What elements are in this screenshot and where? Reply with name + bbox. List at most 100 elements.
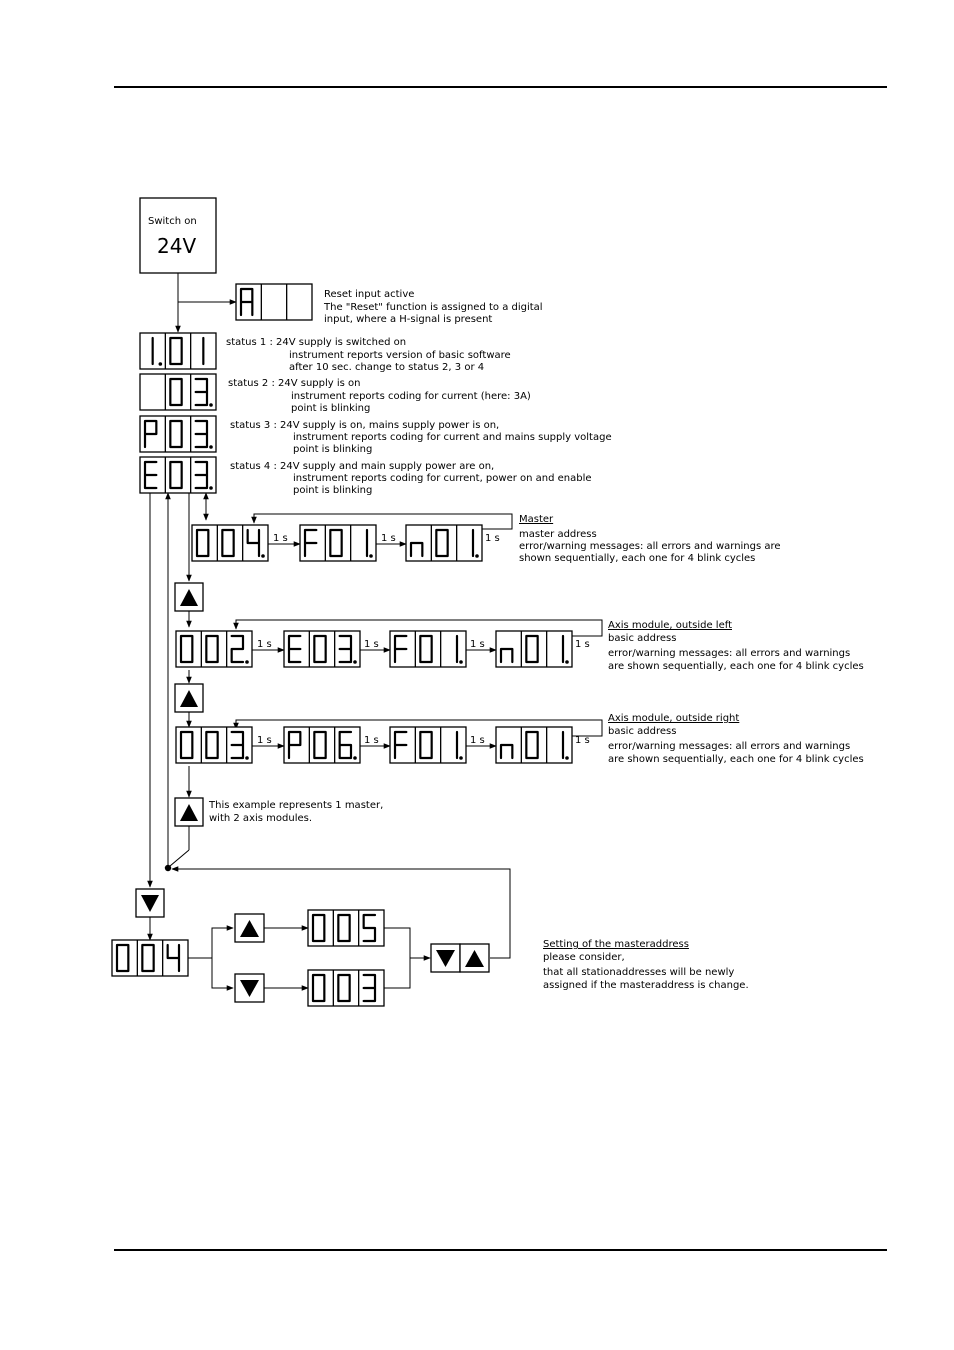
digit-cell (287, 634, 302, 664)
digit-cell (338, 730, 357, 760)
connectors (147, 273, 603, 991)
digit-cell (329, 528, 343, 558)
status-1-description: status 1 : 24V supply is switched on ins… (226, 337, 511, 373)
digit-cell (499, 743, 514, 760)
svg-text:Reset input active: Reset input active (324, 289, 414, 300)
digit-cell (287, 730, 302, 760)
interval-label: 1 s (257, 639, 272, 650)
disp-master-error (299, 524, 377, 562)
svg-text:after 10 sec. change to status: after 10 sec. change to status 2, 3 or 4 (289, 362, 484, 373)
disp-right-error (389, 726, 467, 764)
disp-left-status (283, 630, 361, 668)
svg-text:instrument reports coding for: instrument reports coding for current an… (293, 432, 612, 443)
digit-cell (419, 634, 433, 664)
header-rule (114, 86, 887, 88)
digit-cell (179, 634, 194, 664)
digit-cell (313, 634, 327, 664)
interval-label: 1 s (364, 735, 379, 746)
disp-setting-up (307, 909, 385, 947)
svg-text:input, where a H-signal is pre: input, where a H-signal is present (324, 314, 492, 325)
master-description: Master master address error/warning mess… (519, 514, 781, 564)
svg-text:assigned if the masteraddress: assigned if the masteraddress is change. (543, 980, 749, 991)
up-arrow-key-icon (174, 683, 204, 713)
interval-label: 1 s (273, 533, 288, 544)
interval-label: 1 s (381, 533, 396, 544)
digit-cell (471, 528, 479, 558)
svg-text:status 2 : 24V supply is on: status 2 : 24V supply is on (228, 378, 360, 389)
svg-text:basic address: basic address (608, 726, 676, 737)
down-arrow-key-icon (135, 888, 165, 918)
down-arrow-key-icon (234, 973, 265, 1003)
digit-cell (525, 634, 539, 664)
disp-status-3 (139, 415, 217, 453)
interval-label: 1 s (470, 639, 485, 650)
axis-right-description: Axis module, outside right basic address… (608, 713, 864, 765)
disp-right-warning (495, 726, 573, 764)
svg-text:are shown sequentially, each o: are shown sequentially, each one for 4 b… (608, 754, 864, 765)
digit-cell (194, 419, 213, 449)
interval-label: 1 s (575, 639, 590, 650)
disp-status-1 (139, 332, 217, 370)
digit-cell (239, 287, 254, 317)
disp-status-4 (139, 456, 217, 494)
disp-master-warning (405, 524, 483, 562)
status-4-description: status 4 : 24V supply and main supply po… (230, 461, 592, 496)
status-3-description: status 3 : 24V supply is on, mains suppl… (230, 420, 612, 455)
svg-text:instrument reports coding for: instrument reports coding for current (h… (291, 391, 531, 402)
digit-cell (221, 528, 235, 558)
digit-cell (313, 730, 327, 760)
master-title: Master (519, 514, 554, 525)
digit-cell (362, 973, 377, 1003)
digit-cell (179, 730, 194, 760)
switch-on-voltage: 24V (157, 234, 196, 258)
digit-cell (561, 634, 569, 664)
digit-cell (561, 730, 569, 760)
svg-text:error/warning messages: all e: error/warning messages: all errors and w… (608, 648, 850, 659)
axis-right-title: Axis module, outside right (608, 713, 739, 724)
digit-cell (169, 460, 183, 490)
disp-right-status (283, 726, 361, 764)
disp-master-address (191, 524, 269, 562)
digit-cell (246, 528, 265, 558)
digit-cell (151, 336, 163, 366)
digit-cell (194, 460, 213, 490)
digit-cell (455, 730, 463, 760)
svg-text:This example represents 1 mast: This example represents 1 master, (208, 800, 383, 811)
digit-cell (362, 913, 377, 943)
svg-text:please consider,: please consider, (543, 952, 625, 963)
disp-setting-current (111, 939, 189, 977)
digit-cell (194, 377, 213, 407)
digit-cell (419, 730, 433, 760)
svg-text:shown sequentially, each one f: shown sequentially, each one for 4 blink… (519, 553, 755, 564)
interval-label: 1 s (485, 533, 500, 544)
disp-reset (235, 283, 313, 321)
svg-text:instrument reports version of: instrument reports version of basic soft… (289, 350, 511, 361)
switch-on-box: Switch on 24V (139, 197, 217, 274)
digit-cell (169, 336, 183, 366)
svg-text:are shown sequentially, each o: are shown sequentially, each one for 4 b… (608, 661, 864, 672)
digit-cell (311, 913, 326, 943)
interval-label: 1 s (364, 639, 379, 650)
digit-cell (525, 730, 539, 760)
disp-left-warning (495, 630, 573, 668)
svg-text:status 1 : 24V supply is switc: status 1 : 24V supply is switched on (226, 337, 406, 348)
digit-cell (115, 943, 130, 973)
digit-cell (143, 460, 158, 490)
digit-cell (435, 528, 449, 558)
status-2-description: status 2 : 24V supply is on instrument r… (228, 378, 531, 414)
interval-label: 1 s (470, 735, 485, 746)
digit-cell (393, 634, 408, 664)
svg-text:The "Reset" function is assign: The "Reset" function is assigned to a di… (323, 302, 543, 313)
footer-rule (114, 1249, 887, 1251)
digit-cell (455, 634, 463, 664)
digit-cell (365, 528, 373, 558)
up-arrow-key-icon (174, 797, 204, 827)
disp-status-2 (139, 373, 217, 411)
up-arrow-key-icon (174, 582, 204, 612)
svg-text:instrument reports coding for: instrument reports coding for current, p… (293, 473, 592, 484)
disp-right-address (175, 726, 253, 764)
svg-text:status 3 : 24V supply is on, m: status 3 : 24V supply is on, mains suppl… (230, 420, 499, 431)
axis-left-description: Axis module, outside left basic address … (608, 620, 864, 672)
digit-cell (311, 973, 326, 1003)
